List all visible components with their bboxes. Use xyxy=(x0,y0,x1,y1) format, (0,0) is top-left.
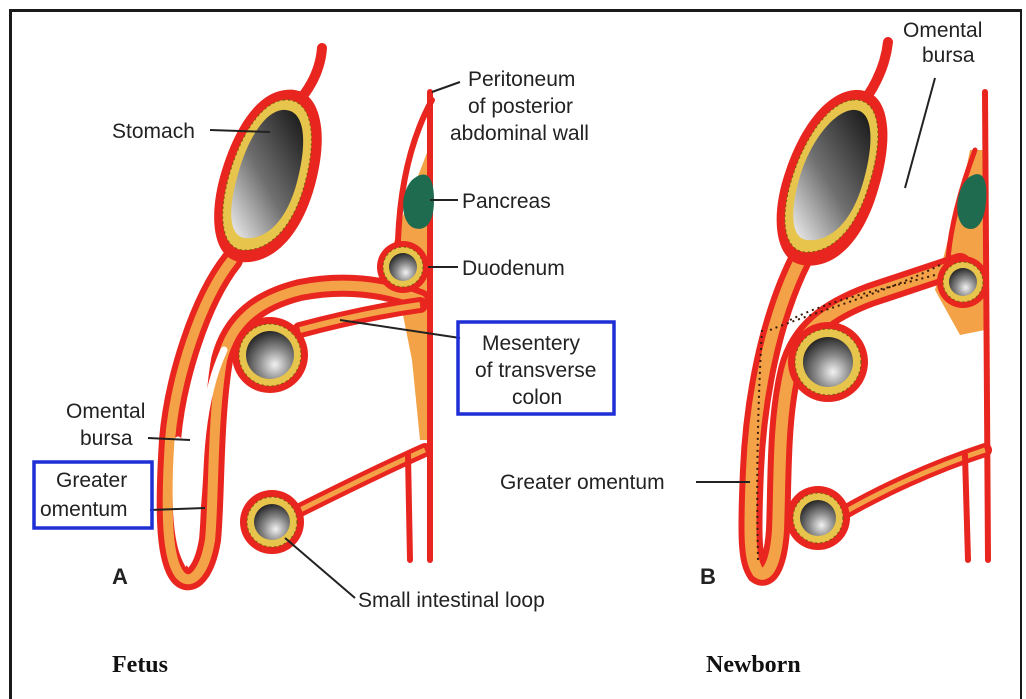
label-omental-bursa-b-1: Omental xyxy=(903,19,982,42)
panel-a-caption: Fetus xyxy=(112,652,168,678)
transverse-colon-a xyxy=(232,317,308,393)
greater-omentum-b-inner xyxy=(744,254,966,580)
lower-wall-b xyxy=(962,452,971,563)
panel-a-letter: A xyxy=(112,564,128,589)
label-peritoneum-1: Peritoneum xyxy=(468,68,575,91)
greater-omentum-highlight-box xyxy=(32,460,154,530)
mesentery-highlight-box xyxy=(456,320,616,416)
leader-omental-bursa-b xyxy=(904,77,936,189)
panel-b-newborn: Omental bursa Greater omentum B Newborn xyxy=(500,19,992,678)
small-intestinal-loop-a xyxy=(240,490,304,554)
posterior-wall-membrane-b xyxy=(982,89,991,563)
label-omental-bursa-a-2: bursa xyxy=(80,427,133,450)
panel-b-letter: B xyxy=(700,564,716,589)
lower-wall-membrane xyxy=(405,452,413,563)
small-intestine-mesentery-fill xyxy=(288,447,427,518)
leader-greater-omentum xyxy=(149,507,206,511)
leader-small-intestinal-loop xyxy=(284,537,356,599)
label-duodenum: Duodenum xyxy=(462,257,565,280)
label-greater-omentum-b: Greater omentum xyxy=(500,471,665,494)
leader-stomach xyxy=(209,129,271,133)
label-mesentery-1: Mesentery xyxy=(482,332,581,355)
label-stomach: Stomach xyxy=(112,120,195,143)
label-mesentery-3: colon xyxy=(512,386,562,409)
pancreas-a xyxy=(403,174,434,229)
small-intestinal-loop-b xyxy=(786,486,850,550)
label-mesentery-2: of transverse xyxy=(475,359,596,382)
label-greater-omentum-a-1: Greater xyxy=(56,469,127,492)
leader-peritoneum xyxy=(431,81,461,93)
omental-bursa-cavity xyxy=(172,346,228,567)
window-border xyxy=(9,9,1022,699)
panel-a-fetus: Stomach Peritoneum of posterior abdomina… xyxy=(32,43,616,678)
fused-layers-dots xyxy=(756,264,941,561)
label-omental-bursa-a-1: Omental xyxy=(66,400,145,423)
label-peritoneum-3: abdominal wall xyxy=(450,122,589,145)
duodenum-b xyxy=(937,256,989,308)
greater-omentum-inner xyxy=(162,255,425,585)
label-pancreas: Pancreas xyxy=(462,190,551,213)
label-peritoneum-2: of posterior xyxy=(468,95,573,118)
panel-b-caption: Newborn xyxy=(706,652,801,678)
label-greater-omentum-a-2: omentum xyxy=(40,498,128,521)
pancreas-b xyxy=(957,174,987,229)
leader-mesentery xyxy=(339,319,461,339)
stomach-lumen xyxy=(231,109,304,239)
leader-omental-bursa xyxy=(147,437,191,441)
label-small-intestinal-loop: Small intestinal loop xyxy=(358,589,545,612)
label-omental-bursa-b-2: bursa xyxy=(922,44,975,67)
stomach-lumen-b xyxy=(793,109,871,241)
transverse-colon-b xyxy=(788,322,868,402)
duodenum-a xyxy=(377,241,429,293)
posterior-wall-inner-b xyxy=(945,147,978,263)
transverse-mesocolon-fill xyxy=(299,302,421,333)
